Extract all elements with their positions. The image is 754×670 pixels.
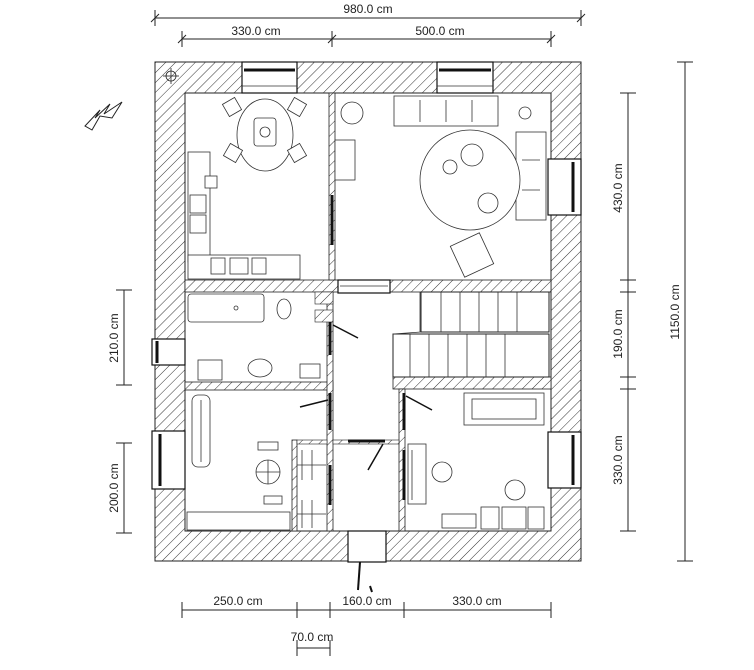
bedroom-left-furniture (186, 394, 291, 531)
north-arrow-icon (84, 101, 123, 131)
living-room-furniture (334, 95, 547, 278)
dim-top-left: 330.0 cm (231, 24, 280, 38)
windows (151, 61, 582, 593)
dim-top-right: 500.0 cm (415, 24, 464, 38)
dimension-lines (116, 10, 693, 656)
dimension-labels: 980.0 cm 330.0 cm 500.0 cm 1150.0 cm 430… (107, 2, 682, 644)
dim-bottom-right: 330.0 cm (452, 594, 501, 608)
doors (299, 195, 433, 505)
dim-right-total: 1150.0 cm (668, 284, 682, 339)
dim-right-upper: 430.0 cm (611, 163, 625, 212)
bathroom-furniture (187, 293, 321, 381)
dim-right-lower: 330.0 cm (611, 435, 625, 484)
dining-kitchen-furniture (187, 96, 308, 280)
dim-left-lower: 200.0 cm (107, 463, 121, 512)
dim-bottom-extra: 70.0 cm (291, 630, 334, 644)
dim-bottom-left: 250.0 cm (213, 594, 262, 608)
dim-top-total: 980.0 cm (343, 2, 392, 16)
staircase (392, 291, 550, 378)
bedroom-right-furniture (407, 392, 545, 530)
closet-furniture (297, 450, 326, 528)
dim-left-upper: 210.0 cm (107, 313, 121, 362)
dim-bottom-middle: 160.0 cm (342, 594, 391, 608)
compass-icon (163, 68, 179, 84)
dim-right-middle: 190.0 cm (611, 309, 625, 358)
